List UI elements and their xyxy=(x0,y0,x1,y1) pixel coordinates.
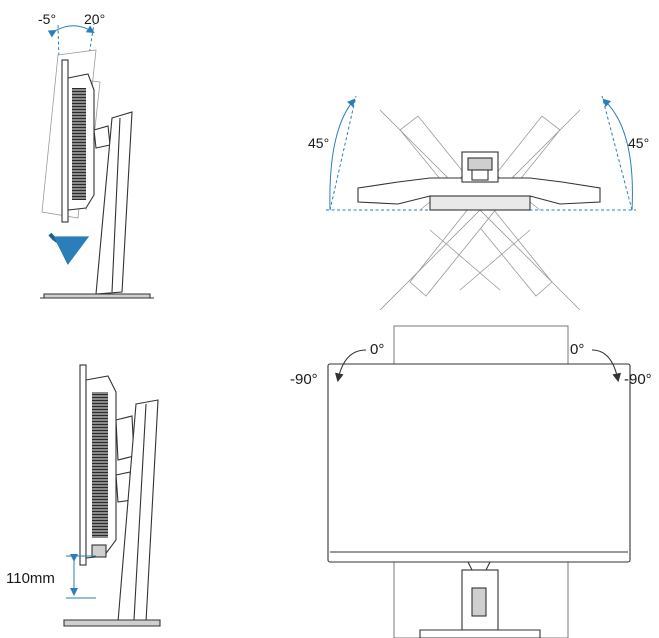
swivel-panel xyxy=(326,95,636,311)
swivel-right-label: 45° xyxy=(628,135,650,151)
tilt-plus-label: 20° xyxy=(84,11,106,27)
curved-arrow-icon xyxy=(334,349,367,383)
pivot-right-zero-label: 0° xyxy=(570,341,585,358)
pivot-right-ninety-label: -90° xyxy=(624,371,652,388)
height-dimension xyxy=(66,554,96,599)
tilt-monitor xyxy=(61,59,111,223)
tilt-panel xyxy=(40,23,154,299)
height-panel xyxy=(63,364,161,627)
tilt-stand xyxy=(40,111,154,299)
curved-arrow-icon xyxy=(48,232,90,266)
pivot-panel xyxy=(327,325,631,638)
pivot-left-ninety-label: -90° xyxy=(290,371,318,388)
swivel-left-label: 45° xyxy=(308,135,330,151)
pivot-monitor xyxy=(327,363,631,638)
swivel-angle-guides xyxy=(329,95,633,211)
tilt-minus-label: -5° xyxy=(38,11,57,27)
curved-arrow-icon xyxy=(591,349,622,383)
swivel-monitor xyxy=(357,151,601,211)
height-stand xyxy=(63,399,161,627)
pivot-left-zero-label: 0° xyxy=(370,341,385,358)
height-adjust-label: 110mm xyxy=(6,570,55,587)
